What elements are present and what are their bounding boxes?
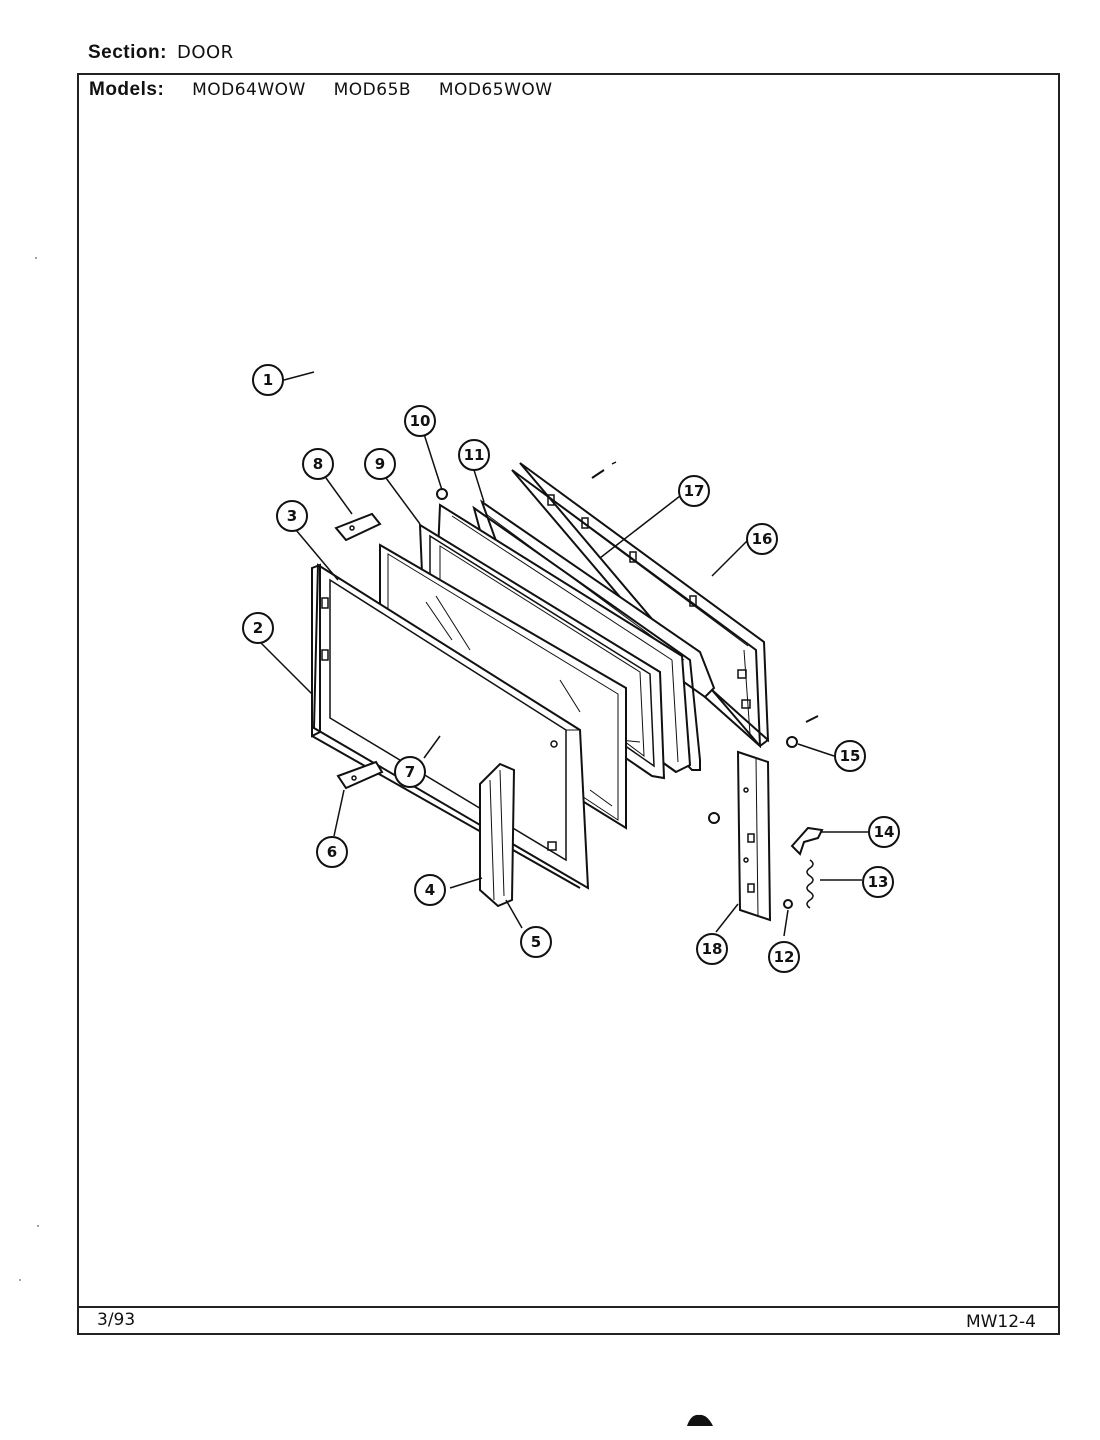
part-6-hinge-bracket xyxy=(336,760,384,790)
part-1-door-frame xyxy=(311,563,590,890)
svg-text:11: 11 xyxy=(464,446,485,464)
section-heading: Section: DOOR xyxy=(88,42,234,64)
part-washer xyxy=(708,736,798,824)
callout-2: 2 xyxy=(242,612,274,644)
part-14-latch-lever xyxy=(790,826,824,856)
svg-text:12: 12 xyxy=(774,948,795,966)
models-heading: Models: MOD64WOW MOD65B MOD65WOW xyxy=(89,79,553,101)
part-8-hinge-bracket xyxy=(334,512,382,542)
svg-text:2: 2 xyxy=(253,619,263,637)
svg-text:6: 6 xyxy=(327,843,337,861)
svg-text:14: 14 xyxy=(874,823,895,841)
part-12-pin xyxy=(783,899,793,909)
svg-text:17: 17 xyxy=(684,482,705,500)
diagram-frame: Models: MOD64WOW MOD65B MOD65WOW 3/93 MW… xyxy=(77,73,1060,1335)
callout-13: 13 xyxy=(862,866,894,898)
callout-3: 3 xyxy=(276,500,308,532)
screw xyxy=(805,715,819,723)
svg-text:9: 9 xyxy=(375,455,385,473)
callout-8: 8 xyxy=(302,448,334,480)
callout-14: 14 xyxy=(868,816,900,848)
part-18-latch-plate xyxy=(736,750,772,922)
part-13-spring xyxy=(806,859,814,909)
callout-15: 15 xyxy=(834,740,866,772)
svg-text:13: 13 xyxy=(868,873,889,891)
callout-5: 5 xyxy=(520,926,552,958)
callout-12: 12 xyxy=(768,941,800,973)
svg-text:1: 1 xyxy=(263,371,273,389)
callout-10: 10 xyxy=(404,405,436,437)
callout-1: 1 xyxy=(252,364,284,396)
revision-date: 3/93 xyxy=(97,1310,136,1330)
scan-mark xyxy=(37,1225,39,1227)
svg-text:15: 15 xyxy=(840,747,861,765)
scan-blot xyxy=(687,1414,713,1426)
part-4-handle xyxy=(479,762,516,908)
screw xyxy=(591,461,617,479)
svg-text:10: 10 xyxy=(410,412,431,430)
callout-16: 16 xyxy=(746,523,778,555)
scan-mark xyxy=(35,257,37,259)
svg-text:8: 8 xyxy=(313,455,323,473)
callout-9: 9 xyxy=(364,448,396,480)
callout-7: 7 xyxy=(394,756,426,788)
svg-text:18: 18 xyxy=(702,940,723,958)
part-10-clip xyxy=(436,488,448,500)
svg-text:3: 3 xyxy=(287,507,297,525)
model-number: MOD65B xyxy=(333,80,412,100)
svg-text:16: 16 xyxy=(752,530,773,548)
model-number: MOD65WOW xyxy=(438,80,553,100)
section-label: Section: xyxy=(88,42,167,63)
callout-11: 11 xyxy=(458,439,490,471)
callout-6: 6 xyxy=(316,836,348,868)
svg-text:7: 7 xyxy=(405,763,415,781)
leader-lines xyxy=(257,371,868,937)
callout-4: 4 xyxy=(414,874,446,906)
models-label: Models: xyxy=(89,79,165,100)
scan-mark xyxy=(19,1279,21,1281)
section-value: DOOR xyxy=(176,42,234,63)
model-number: MOD64WOW xyxy=(192,80,306,100)
callout-18: 18 xyxy=(696,933,728,965)
svg-text:4: 4 xyxy=(425,881,435,899)
footer-bar: 3/93 MW12-4 xyxy=(79,1306,1058,1335)
diagram-code: MW12-4 xyxy=(965,1312,1036,1332)
callout-17: 17 xyxy=(678,475,710,507)
svg-text:5: 5 xyxy=(531,933,541,951)
